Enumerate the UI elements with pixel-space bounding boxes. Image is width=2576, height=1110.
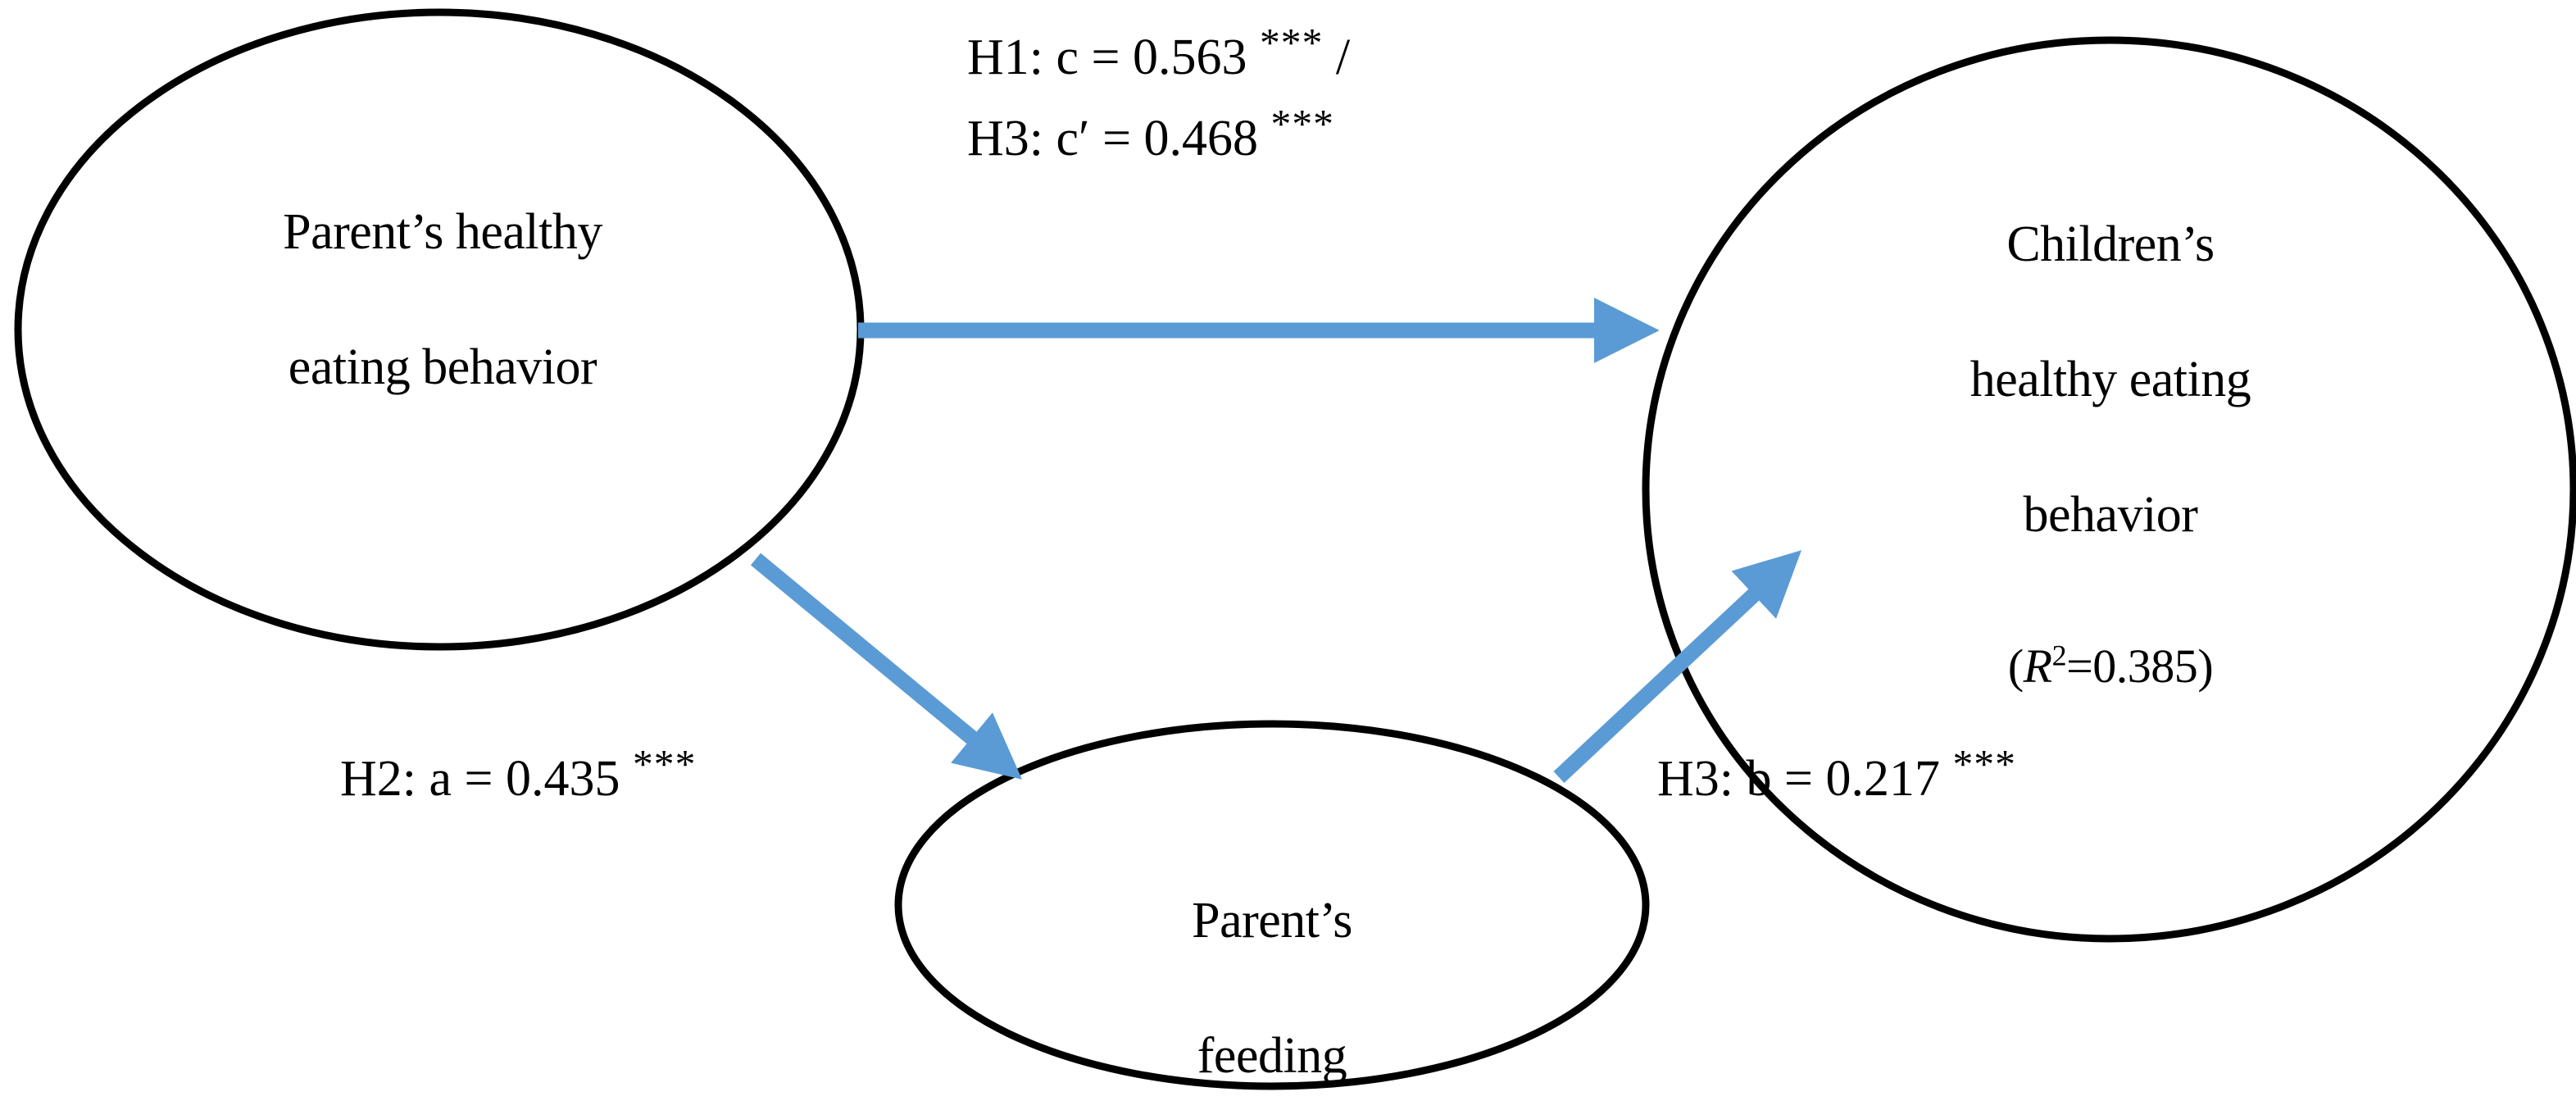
node-ellipse-parent-feeding[interactable] [894,720,1650,1090]
node-ellipse-children-healthy-eating[interactable] [1642,36,2576,943]
h2-coefficient-text: H2: a = 0.435 [340,751,633,807]
path-label-line-h3: H3: c′ = 0.468 *** [967,103,1350,168]
h2-significance-stars: *** [632,741,697,787]
h3c-significance-stars: *** [1270,101,1334,147]
arrow-h3-b[interactable] [1553,550,1802,783]
h3c-coefficient-text: H3: c′ = 0.468 [967,111,1271,167]
path-label-h3-b: H3: b = 0.217 *** [1657,744,2016,808]
path-label-h1-h3-direct: H1: c = 0.563 *** / H3: c′ = 0.468 *** [967,22,1351,169]
h1-separator: / [1323,30,1351,85]
h3b-coefficient-text: H3: b = 0.217 [1657,751,1953,807]
path-label-h2-a: H2: a = 0.435 *** [340,744,696,808]
path-label-line-h1: H1: c = 0.563 *** / [967,22,1351,87]
h1-significance-stars: *** [1259,20,1324,66]
arrow-h2-a[interactable] [750,553,1023,780]
node-ellipse-parent-healthy-eating[interactable] [14,8,865,651]
h1-coefficient-text: H1: c = 0.563 [967,30,1260,85]
h3b-significance-stars: *** [1952,741,2016,787]
